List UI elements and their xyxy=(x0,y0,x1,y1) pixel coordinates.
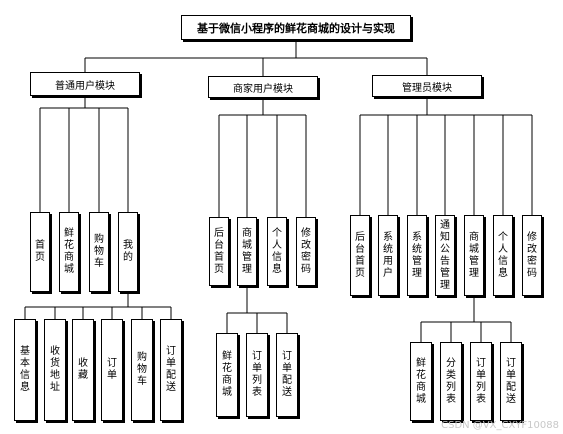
node-0-3: 我的 xyxy=(118,212,138,292)
node-0-2: 购物车 xyxy=(89,212,109,292)
sub-node-0-4: 购物车 xyxy=(131,319,153,421)
sub-node-2-3: 订单配送 xyxy=(500,342,522,421)
node-0-0: 首页 xyxy=(30,212,50,292)
node-1-1: 商城管理 xyxy=(237,217,257,286)
node-2-1: 系统用户 xyxy=(378,215,398,296)
module-box-1: 商家用户模块 xyxy=(208,76,318,98)
sub-node-0-0: 基本信息 xyxy=(14,319,36,421)
node-2-3: 通知公告管理 xyxy=(435,215,455,296)
watermark: CSDN @VX_CXYF10088 xyxy=(441,420,559,431)
sub-node-0-5: 订单配送 xyxy=(160,319,182,421)
node-2-5: 个人信息 xyxy=(493,215,513,296)
sub-node-1-1: 订单列表 xyxy=(246,333,268,417)
sub-node-1-2: 订单配送 xyxy=(276,333,298,417)
sub-node-1-0: 鲜花商城 xyxy=(216,333,238,417)
node-1-2: 个人信息 xyxy=(267,217,287,286)
sub-node-0-3: 订单 xyxy=(101,319,123,421)
sub-node-2-2: 订单列表 xyxy=(470,342,492,421)
sub-node-2-0: 鲜花商城 xyxy=(410,342,432,421)
node-1-3: 修改密码 xyxy=(296,217,316,286)
node-2-2: 系统管理 xyxy=(407,215,427,296)
node-2-6: 修改密码 xyxy=(522,215,542,296)
diagram-title: 基于微信小程序的鲜花商城的设计与实现 xyxy=(181,15,411,40)
node-2-0: 后台首页 xyxy=(350,215,370,296)
module-box-2: 管理员模块 xyxy=(372,75,482,97)
node-1-0: 后台首页 xyxy=(209,217,229,286)
sub-node-2-1: 分类列表 xyxy=(440,342,462,421)
node-2-4: 商城管理 xyxy=(464,215,484,296)
module-box-0: 普通用户模块 xyxy=(30,72,140,96)
sub-node-0-2: 收藏 xyxy=(72,319,94,421)
node-0-1: 鲜花商城 xyxy=(59,212,79,292)
sub-node-0-1: 收货地址 xyxy=(44,319,66,421)
